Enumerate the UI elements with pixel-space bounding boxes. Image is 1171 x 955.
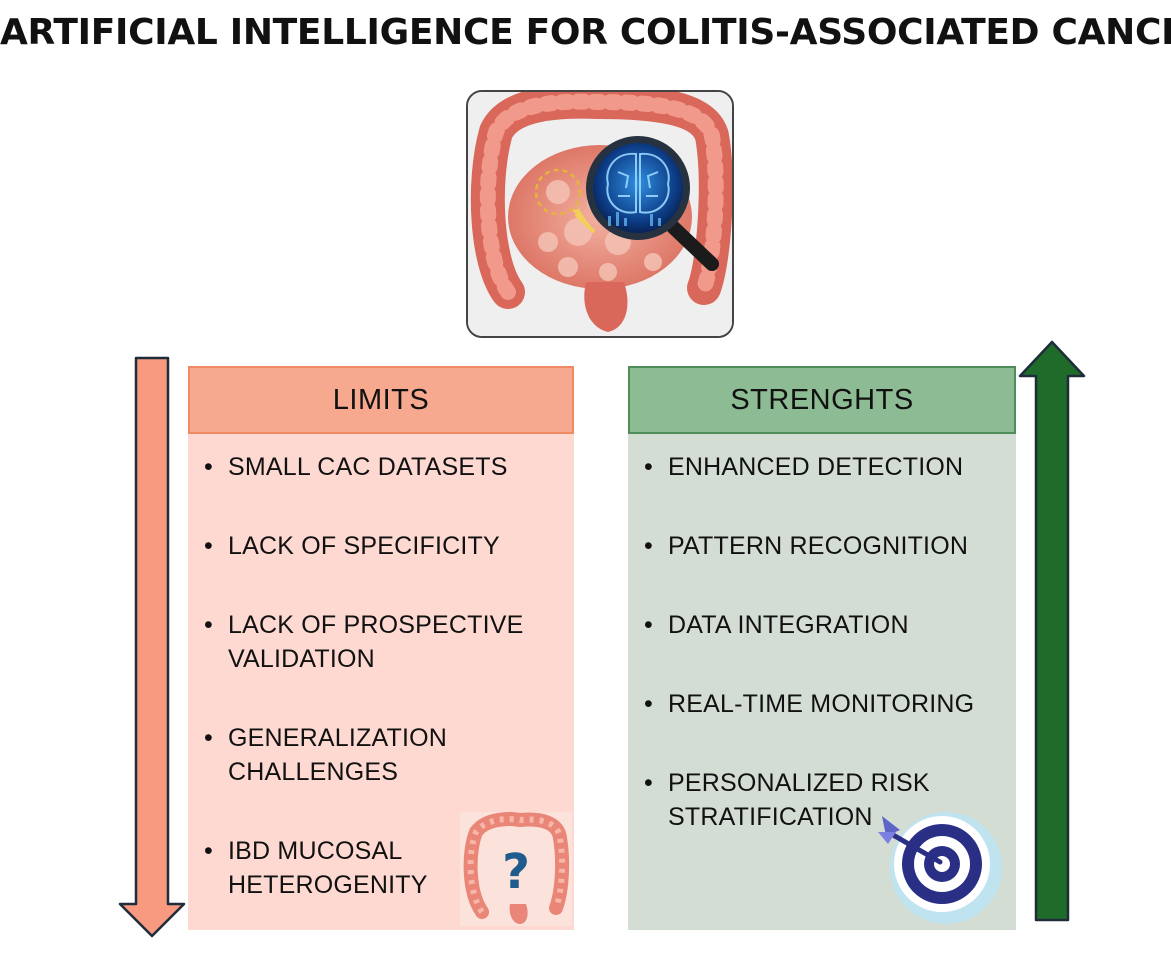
list-item: LACK OF SPECIFICITY [202, 529, 564, 563]
limits-list: SMALL CAC DATASETS LACK OF SPECIFICITY L… [202, 450, 564, 902]
list-item: PATTERN RECOGNITION [642, 529, 1006, 563]
colon-ai-illustration [466, 90, 734, 338]
colon-question-icon: ? [460, 812, 572, 926]
strengths-panel: STRENGHTS ENHANCED DETECTION PATTERN REC… [628, 366, 1016, 930]
list-item: PERSONALIZED RISK STRATIFICATION [642, 766, 938, 834]
list-item: GENERALIZATION CHALLENGES [202, 721, 488, 789]
limits-header: LIMITS [188, 366, 574, 434]
down-arrow [118, 356, 186, 938]
list-item: IBD MUCOSAL HETEROGENITY [202, 834, 468, 902]
strengths-header: STRENGHTS [628, 366, 1016, 434]
list-item: LACK OF PROSPECTIVE VALIDATION [202, 608, 528, 676]
list-item: DATA INTEGRATION [642, 608, 1006, 642]
limits-panel: LIMITS SMALL CAC DATASETS LACK OF SPECIF… [188, 366, 574, 930]
colon-magnifier-icon [468, 92, 732, 336]
list-item: SMALL CAC DATASETS [202, 450, 564, 484]
target-dart-icon [874, 802, 1004, 926]
question-mark: ? [502, 844, 530, 900]
list-item: REAL-TIME MONITORING [642, 687, 1006, 721]
up-arrow [1018, 340, 1086, 922]
list-item: ENHANCED DETECTION [642, 450, 1006, 484]
diagram-title: ARTIFICIAL INTELLIGENCE FOR COLITIS-ASSO… [0, 12, 1171, 53]
strengths-list: ENHANCED DETECTION PATTERN RECOGNITION D… [642, 450, 1006, 834]
